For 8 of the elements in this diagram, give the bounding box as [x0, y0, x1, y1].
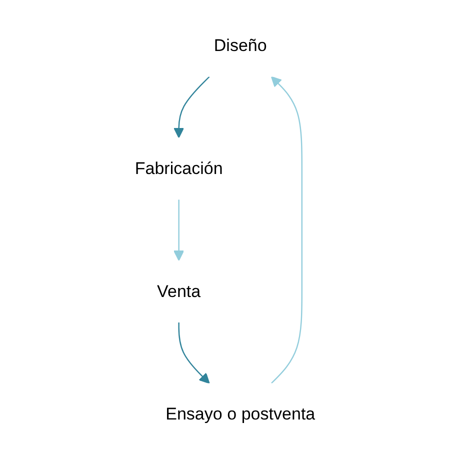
node-text: Diseño	[214, 34, 267, 54]
arrow	[174, 76, 210, 138]
arrow	[178, 322, 210, 384]
node-text: Fabricación	[134, 158, 223, 178]
node-text: Ensayo o postventa	[166, 403, 316, 423]
node-text: Venta	[157, 280, 201, 300]
arrow	[174, 199, 184, 260]
arrow	[270, 76, 303, 384]
